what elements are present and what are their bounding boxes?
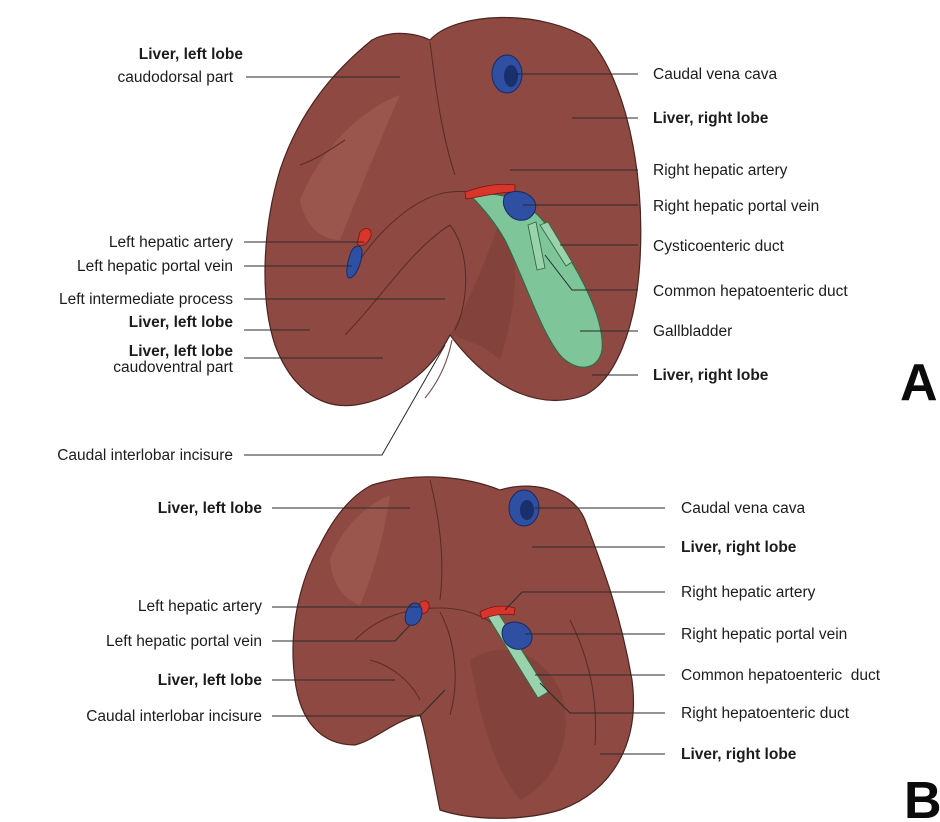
panel-b-liver-illustration [293,477,633,818]
label-b-right-hepatic-portal-vein: Right hepatic portal vein [681,626,847,643]
label-b-right-lobe-bottom: Liver, right lobe [681,746,797,763]
panel-b: Liver, left lobe Caudal vena cava Liver,… [86,477,940,822]
label-a-caudoventral-part: caudoventral part [113,359,233,376]
panel-b-caudal-vena-cava-lumen [520,500,534,520]
label-a-right-hepatic-portal-vein: Right hepatic portal vein [653,198,819,215]
label-a-gallbladder: Gallbladder [653,323,732,340]
label-a-left-hepatic-artery: Left hepatic artery [109,234,233,251]
label-b-caudal-vena-cava: Caudal vena cava [681,500,805,517]
label-a-cysticoenteric-duct: Cysticoenteric duct [653,238,785,255]
label-a-common-hepatoenteric-duct: Common hepatoenteric duct [653,283,848,300]
label-a-caudal-interlobar-incisure: Caudal interlobar incisure [57,447,233,464]
label-a-left-lobe-caudodorsal: Liver, left lobe [139,46,244,63]
label-b-left-hepatic-portal-vein: Left hepatic portal vein [106,633,262,650]
label-b-right-hepatoenteric-duct: Right hepatoenteric duct [681,705,850,722]
label-a-right-lobe-bottom: Liver, right lobe [653,367,769,384]
label-b-left-lobe-mid: Liver, left lobe [158,672,263,689]
label-b-caudal-interlobar-incisure: Caudal interlobar incisure [86,708,262,725]
label-b-common-hepatoenteric-duct: Common hepatoenteric duct [681,667,881,684]
label-a-caudal-vena-cava: Caudal vena cava [653,66,777,83]
label-a-left-intermediate-process: Left intermediate process [59,291,233,308]
label-a-caudodorsal-part: caudodorsal part [118,69,234,86]
label-b-right-hepatic-artery: Right hepatic artery [681,584,816,601]
panel-a-caudal-vena-cava-lumen [504,65,518,87]
label-a-right-lobe-top: Liver, right lobe [653,110,769,127]
label-a-left-lobe: Liver, left lobe [129,314,234,331]
panel-a: Liver, left lobe caudodorsal part Caudal… [57,17,937,464]
panel-b-letter: B [904,772,940,822]
panel-a-letter: A [900,354,938,412]
label-b-left-hepatic-artery: Left hepatic artery [138,598,262,615]
label-a-right-hepatic-artery: Right hepatic artery [653,162,788,179]
label-a-left-lobe-caudoventral: Liver, left lobe [129,343,234,360]
label-b-right-lobe-top: Liver, right lobe [681,539,797,556]
label-b-left-lobe-top: Liver, left lobe [158,500,263,517]
label-a-left-hepatic-portal-vein: Left hepatic portal vein [77,258,233,275]
